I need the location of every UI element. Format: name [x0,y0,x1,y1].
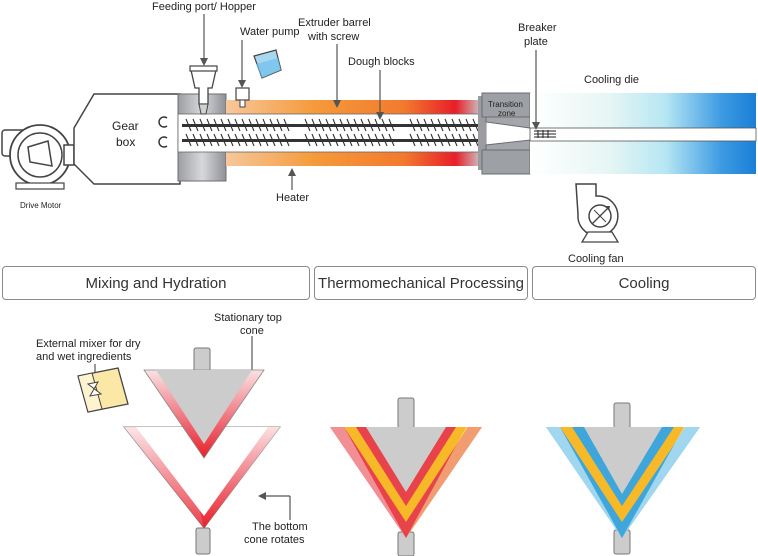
cone-set-hydration [122,347,282,555]
label-mixer-1: External mixer for dry [36,338,141,350]
stage-mixing-hydration: Mixing and Hydration [2,266,310,300]
label-hopper: Feeding port/ Hopper [152,1,256,13]
external-mixer-icon [77,367,129,413]
label-extruder-barrel-2: with screw [307,31,359,43]
label-cooling-die: Cooling die [584,74,639,86]
label-breaker-1: Breaker [518,22,557,34]
label-top-cone-1: Stationary top [214,312,282,324]
gear-box [73,93,181,185]
cone-set-cooling [546,402,700,555]
label-bottom-cone-1: The bottom [252,521,308,533]
label-mixer-2: and wet ingredients [36,351,132,363]
label-transition-2: zone [498,109,516,118]
stage-thermomechanical: Thermomechanical Processing [314,266,528,300]
cooling-die [529,93,757,174]
label-box: box [116,135,135,149]
label-cooling-fan: Cooling fan [568,253,624,265]
breaker-plate [534,130,556,138]
cooling-fan-icon [575,183,620,243]
hopper-icon [189,65,218,115]
extruder-barrel [177,93,487,182]
screw-flights-top [185,118,479,132]
stage-cooling: Cooling [532,266,756,300]
transition-zone [481,92,531,175]
label-water-pump: Water pump [240,26,300,38]
label-bottom-cone-2: cone rotates [244,534,305,546]
label-transition-1: Transition [488,100,523,109]
label-extruder-barrel-1: Extruder barrel [298,17,371,29]
label-drive-motor: Drive Motor [20,201,62,210]
label-heater: Heater [276,192,309,204]
label-breaker-2: plate [524,36,548,48]
drive-motor [1,124,75,190]
label-gear: Gear [112,119,139,133]
callout-arrows [91,14,540,520]
cone-set-thermomechanical [330,397,482,556]
screw-flights-bottom [185,133,479,147]
water-pump-icon [235,49,282,108]
label-top-cone-2: cone [240,325,264,337]
label-dough-blocks: Dough blocks [348,56,415,68]
